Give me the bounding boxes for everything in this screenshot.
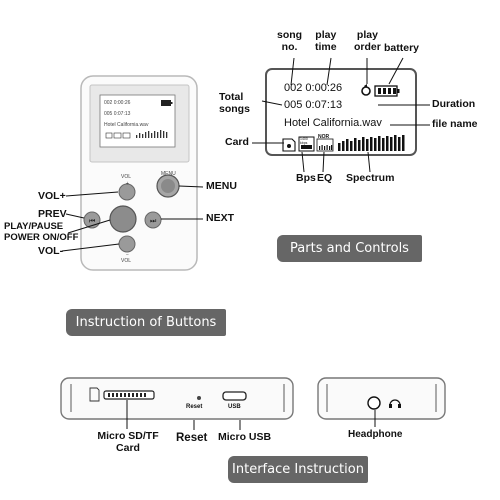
song-no-callout: song no.: [277, 29, 303, 53]
vol-minus-sign: −: [126, 252, 129, 258]
screen-line-2: 005 0:07:13: [104, 111, 131, 117]
svg-text:⏮: ⏮: [89, 217, 95, 225]
play-pause-callout: PLAY/PAUSE: [4, 221, 64, 232]
spectrum-callout: Spectrum: [346, 172, 395, 184]
card-callout: Card: [225, 136, 249, 148]
svg-text:⏭: ⏭: [150, 217, 157, 225]
menu-small-label: MENU: [161, 171, 176, 177]
micro-sd-callout: Micro SD/TF Card: [97, 430, 159, 454]
eq-badge: NOR: [318, 134, 330, 140]
prev-callout: PREV: [38, 208, 67, 220]
screen-line-3: Hotel California.wav: [104, 122, 149, 128]
eq-callout: EQ: [317, 172, 333, 184]
vol-plus-sign: +: [126, 181, 129, 187]
bps-badge: 1400 kbps: [300, 137, 308, 145]
play-order-callout: play order: [354, 29, 381, 53]
vol-minus-callout: VOL-: [38, 245, 64, 257]
micro-usb-callout: Micro USB: [218, 431, 272, 443]
duration-callout: Duration: [432, 98, 476, 110]
vol-bottom-label: VOL: [121, 258, 132, 264]
total-songs-callout: Total songs: [219, 91, 250, 115]
instruction-of-buttons-banner: Instruction of Buttons: [66, 309, 226, 336]
play-time-callout: play time: [315, 29, 337, 53]
battery-callout: battery: [384, 42, 420, 54]
detail-line-3: Hotel California.wav: [284, 117, 382, 129]
file-name-callout: file name: [432, 118, 478, 130]
bps-callout: Bps: [296, 172, 316, 184]
next-callout: NEXT: [206, 212, 235, 224]
detail-line-1: 002 0:00:26: [284, 82, 343, 94]
reset-port-label: Reset: [186, 404, 203, 410]
reset-callout: Reset: [176, 432, 208, 444]
interface-instruction-banner: Interface Instruction: [228, 456, 368, 483]
parts-and-controls-banner: Parts and Controls: [277, 235, 422, 262]
vol-top-label: VOL: [121, 174, 132, 180]
screen-line-1: 002 0:00:26: [104, 100, 131, 106]
detail-line-2: 005 0:07:13: [284, 99, 343, 111]
headphone-callout: Headphone: [348, 429, 403, 440]
menu-callout: MENU: [206, 180, 237, 192]
vol-plus-callout: VOL+: [38, 190, 66, 202]
usb-port-label: USB: [228, 404, 241, 410]
power-callout: POWER ON/OFF: [4, 232, 79, 243]
